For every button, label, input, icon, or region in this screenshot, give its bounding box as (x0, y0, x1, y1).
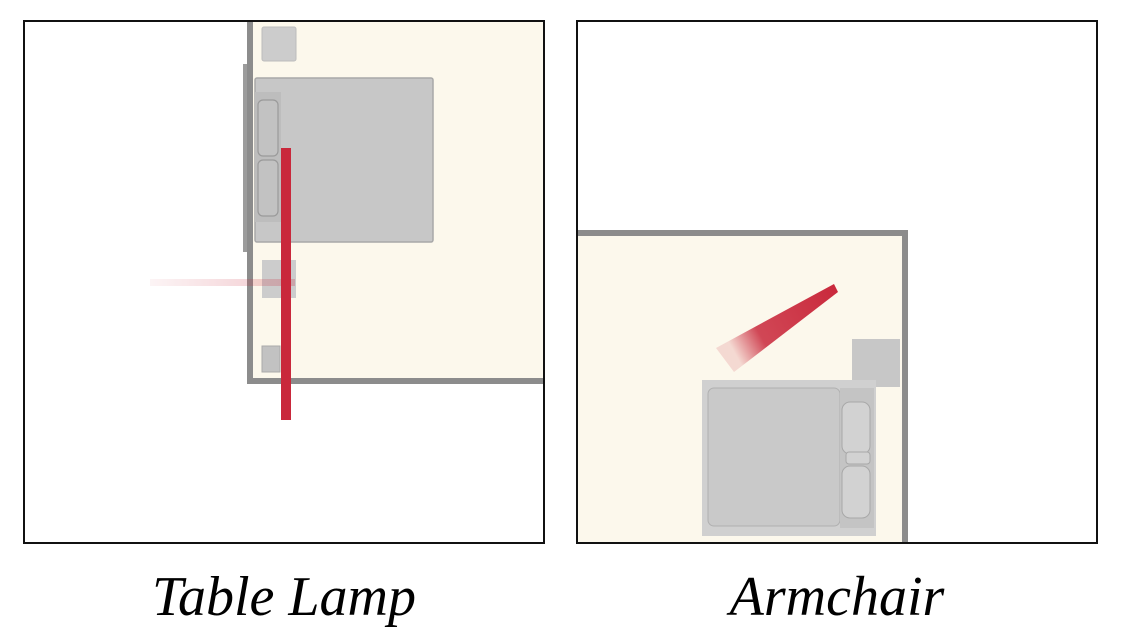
floorplan-armchair (578, 230, 908, 542)
room-wall-right (902, 230, 908, 542)
nightstand-top (261, 26, 297, 62)
wall-door-jamb (243, 64, 247, 252)
bed-pillow-middle (845, 451, 871, 465)
lamp-orientation-faint (150, 279, 295, 286)
bed-mattress (707, 387, 841, 527)
bed-pillow-lower (841, 465, 871, 519)
caption-armchair: Armchair (729, 566, 945, 628)
table-lamp-highlight (281, 148, 291, 420)
floorplan-panel-table-lamp (23, 20, 545, 544)
small-stool (261, 345, 281, 373)
bed-pillow-lower (257, 159, 279, 217)
cabinet (852, 339, 900, 387)
armchair-highlight (716, 284, 838, 372)
room-wall-top (578, 230, 908, 236)
bed-pillow-upper (841, 401, 871, 455)
room-wall-bottom (247, 378, 543, 384)
bed-pillow-upper (257, 99, 279, 157)
floorplan-panel-armchair (576, 20, 1098, 544)
room-wall-left (247, 22, 253, 384)
floorplan-table-lamp (150, 22, 543, 420)
caption-table-lamp: Table Lamp (151, 566, 416, 628)
